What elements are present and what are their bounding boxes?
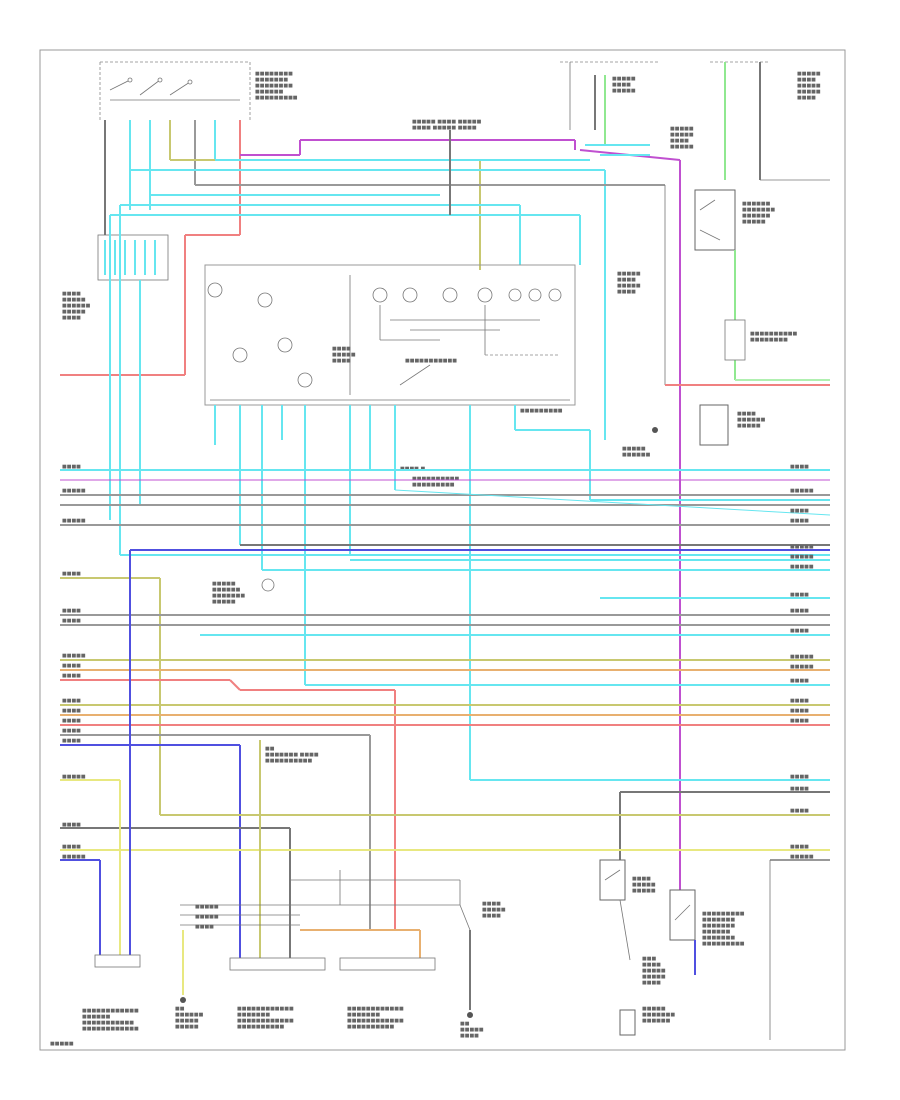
svg-text:■■■■■: ■■■■■: [62, 488, 86, 494]
svg-text:■■■■: ■■■■: [62, 618, 81, 624]
svg-text:■■■■: ■■■■: [790, 718, 809, 724]
svg-text:■■■■: ■■■■: [790, 808, 809, 814]
left-connector-block: ■■■■ ■■■■■ ■■■■■■ ■■■■■ ■■■■: [62, 234, 169, 321]
right-relay: ■■■■■■ ■■■■■■■ ■■■■■■ ■■■■■ ■■■■■■■■■■ ■…: [664, 185, 830, 386]
svg-text:■■■■■■■■■: ■■■■■■■■■: [520, 408, 563, 414]
bottom-labels: ■■■■■■■■■■■■ ■■■■■■ ■■■■■■■■■■■ ■■■■■■■■…: [50, 1006, 485, 1047]
lower-center-note: ■■ ■■■■■■■ ■■■■ ■■■■■■■■■■: [265, 746, 320, 764]
svg-text:■■■■■ ■■■■ ■■■■■: ■■■■■ ■■■■ ■■■■■ ■■■■■ ■■■■: [797, 71, 822, 101]
svg-text:■■■■: ■■■■: [62, 571, 81, 577]
svg-text:■■■■■ ■■■■ ■■■■■: ■■■■■ ■■■■ ■■■■■: [612, 76, 637, 94]
horizontal-signal-bus: [60, 469, 831, 1040]
svg-text:■■■■: ■■■■: [62, 608, 81, 614]
bottom-connector-3: [339, 957, 436, 971]
svg-text:■■■■■■■■■■■■ ■■■■■■■: ■■■■■■■■■■■■ ■■■■■■■ ■■■■■■■■■■■■ ■■■■■■…: [347, 1006, 405, 1030]
lower-center-relay: ■■■■ ■■■■■ ■■■■ ■■■■■ ■■■■■ ■■■■: [180, 870, 507, 1010]
svg-text:■■■■■: ■■■■■: [62, 653, 86, 659]
left-row-labels: ■■■■ ■■■■■ ■■■■■ ■■■■ ■■■■ ■■■■ ■■■■■ ■■…: [62, 464, 86, 860]
top-right-cluster: ■■■■■ ■■■■ ■■■■■ ■■■■■ ■■■■■ ■■■■ ■■■■■ …: [560, 61, 830, 181]
svg-text:■■■■: ■■■■: [62, 844, 81, 850]
svg-text:■■■■: ■■■■: [62, 464, 81, 470]
svg-text:■■■■■: ■■■■■: [195, 904, 219, 910]
svg-text:■■■■■ ■■■■■■ ■■■■■: ■■■■■ ■■■■■■ ■■■■■■■ ■■■■■: [212, 581, 247, 605]
mid-left-sensor: ■■■■■ ■■■■■■ ■■■■■■■ ■■■■■: [212, 578, 275, 605]
svg-text:■■■■: ■■■■: [790, 628, 809, 634]
svg-text:■■■■: ■■■■: [790, 518, 809, 524]
bottom-right-switches: ■■■■ ■■■■■ ■■■■■ ■■■ ■■■■ ■■■■■ ■■■■■ ■■…: [599, 859, 746, 1036]
svg-text:■■■■ ■■■■■ ■■■■: ■■■■ ■■■■■ ■■■■: [332, 346, 357, 364]
svg-text:■■■■: ■■■■: [62, 822, 81, 828]
bottom-connectors: [94, 930, 473, 1018]
svg-text:■■■■: ■■■■: [62, 698, 81, 704]
svg-text:■■■■: ■■■■: [790, 698, 809, 704]
svg-text:■■■■■■■■■■ ■■■■■■■■■: ■■■■■■■■■■ ■■■■■■■■■: [412, 476, 461, 488]
ecu-output-pins: ■■■■■■■■■ ■■■■■ ■■■■ ■■■■■ ■■■■: [109, 205, 642, 780]
bottom-connector-1: [94, 954, 141, 968]
svg-text:■■■■: ■■■■: [790, 844, 809, 850]
svg-text:■■ ■■■■■■ ■■■■■: ■■ ■■■■■■ ■■■■■ ■■■■■: [175, 1006, 205, 1030]
svg-text:■■■■■: ■■■■■: [62, 854, 86, 860]
svg-text:■■■■: ■■■■: [62, 738, 81, 744]
svg-text:■■■■: ■■■■: [790, 708, 809, 714]
svg-text:■■■■■ ■■■■ ■■■■■: ■■■■■ ■■■■ ■■■■■ ■■■■: [617, 271, 642, 295]
svg-text:■■■■■ ■■■■■ ■■■■: ■■■■■ ■■■■■ ■■■■ ■■■■■: [670, 126, 695, 150]
top-center-label: ■■■■■ ■■■■ ■■■■■ ■■■■ ■■■■■ ■■■■: [412, 119, 483, 131]
svg-text:■■■■■: ■■■■■: [790, 664, 814, 670]
svg-text:■■■■■: ■■■■■: [62, 518, 86, 524]
svg-text:■■■■■: ■■■■■: [790, 488, 814, 494]
svg-text:■■■■ ■■■■■ ■■■■■■: ■■■■ ■■■■■ ■■■■■■ ■■■■■ ■■■■: [62, 291, 92, 321]
svg-text:■■■■■: ■■■■■: [790, 564, 814, 570]
svg-text:■■ ■■■■■ ■■■■: ■■ ■■■■■ ■■■■: [460, 1021, 485, 1039]
svg-text:■■■■ ■■■■■■ ■■■■■: ■■■■ ■■■■■■ ■■■■■: [737, 411, 767, 429]
svg-text:■■■■: ■■■■: [790, 592, 809, 598]
svg-text:■■■■ ■■■■■ ■■■■■: ■■■■ ■■■■■ ■■■■■: [632, 876, 657, 894]
svg-text:■■■■■: ■■■■■: [790, 654, 814, 660]
svg-text:■■■■■■■■ ■■■■■■■ ■: ■■■■■■■■ ■■■■■■■ ■■■■■■■■ ■■■■■■ ■■■■■■■…: [255, 71, 298, 101]
svg-text:■■■■■■■■■■■■ ■■■■■■: ■■■■■■■■■■■■ ■■■■■■ ■■■■■■■■■■■ ■■■■■■■■…: [82, 1008, 140, 1032]
svg-text:■■■■■: ■■■■■: [50, 1041, 74, 1047]
svg-text:■■■■■: ■■■■■: [62, 774, 86, 780]
svg-text:■■■■: ■■■■: [62, 673, 81, 679]
svg-text:■■■■■ ■■■■■■: ■■■■■ ■■■■■■: [622, 446, 651, 458]
svg-text:■■■■■: ■■■■■: [790, 544, 814, 550]
central-ecu: ■■■■■■■■■■■ ■■■■ ■■■■■ ■■■■: [204, 264, 576, 406]
svg-text:■■■■: ■■■■: [790, 464, 809, 470]
svg-text:■■■■■: ■■■■■: [195, 914, 219, 920]
top-left-switch-cluster: ■■■■■■■■ ■■■■■■■ ■■■■■■■■ ■■■■■■ ■■■■■■■…: [99, 61, 298, 120]
svg-text:■■■■■■■■■■■■ ■■■■■■■: ■■■■■■■■■■■■ ■■■■■■■ ■■■■■■■■■■■■ ■■■■■■…: [237, 1006, 295, 1030]
top-horizontal-bus: [60, 159, 665, 376]
svg-text:■■■■: ■■■■: [62, 663, 81, 669]
diagram-frame: [39, 49, 846, 1051]
bottom-connector-2: [229, 957, 326, 971]
right-row-labels: ■■■■ ■■■■■ ■■■■ ■■■■ ■■■■■ ■■■■■ ■■■■■ ■…: [790, 464, 814, 860]
svg-text:■■■■: ■■■■: [62, 718, 81, 724]
svg-text:■■■■: ■■■■: [195, 924, 214, 930]
svg-text:■■■■: ■■■■: [790, 774, 809, 780]
svg-text:■■■■■: ■■■■■: [790, 854, 814, 860]
svg-text:■■■■■■■■■ ■■■■■■■: ■■■■■■■■■ ■■■■■■■ ■■■■■■■ ■■■■■■ ■■■■■■■…: [702, 911, 746, 947]
svg-text:■■■■: ■■■■: [62, 728, 81, 734]
svg-text:■■■■: ■■■■: [62, 708, 81, 714]
svg-text:■■■■■■ ■■■■■■■ ■■■: ■■■■■■ ■■■■■■■ ■■■■■■ ■■■■■: [742, 201, 777, 225]
svg-text:■■■■: ■■■■: [790, 608, 809, 614]
svg-text:■■■■ ■■■■■ ■■■■: ■■■■ ■■■■■ ■■■■: [482, 901, 507, 919]
svg-text:■■■■: ■■■■: [790, 678, 809, 684]
svg-text:■■■ ■■■■ ■■■■■: ■■■ ■■■■ ■■■■■ ■■■■■ ■■■■: [642, 956, 667, 986]
svg-text:■■■■■■■■■■■: ■■■■■■■■■■■: [405, 358, 457, 364]
svg-text:■■■■: ■■■■: [790, 786, 809, 792]
svg-text:■■■■■ ■■■■■■■ ■■■■: ■■■■■ ■■■■■■■ ■■■■■■: [642, 1006, 677, 1024]
svg-text:■■■■: ■■■■: [790, 508, 809, 514]
center-small-labels: ■■■■ ■ ■■■■■■■■■■ ■■■■■■■■■ ■■■■■ ■■■■■■…: [400, 404, 767, 488]
svg-text:■■■■■: ■■■■■: [790, 554, 814, 560]
svg-text:■■■■■■■■■■ ■■■■■■■■: ■■■■■■■■■■ ■■■■■■■■: [750, 331, 799, 343]
